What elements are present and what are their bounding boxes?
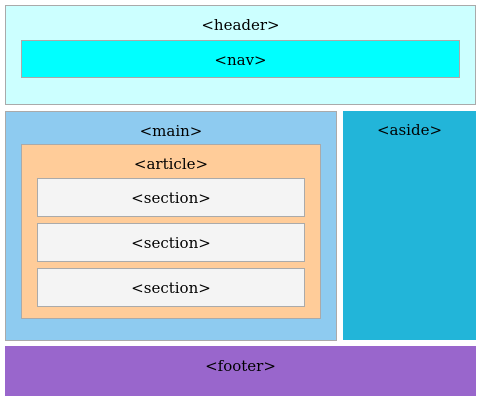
section-block: <section> — [37, 178, 305, 217]
header-label: <header> — [201, 16, 280, 34]
aside-label: <aside> — [376, 121, 443, 139]
section-label: <section> — [131, 234, 211, 252]
footer-block: <footer> — [5, 346, 476, 396]
main-label: <main> — [139, 122, 203, 140]
section-label: <section> — [131, 279, 211, 297]
section-block: <section> — [37, 223, 305, 262]
footer-label: <footer> — [205, 357, 276, 375]
article-label: <article> — [133, 155, 209, 173]
aside-block: <aside> — [343, 111, 476, 340]
nav-block: <nav> — [21, 40, 460, 78]
section-block: <section> — [37, 268, 305, 307]
nav-label: <nav> — [214, 51, 267, 69]
section-label: <section> — [131, 189, 211, 207]
